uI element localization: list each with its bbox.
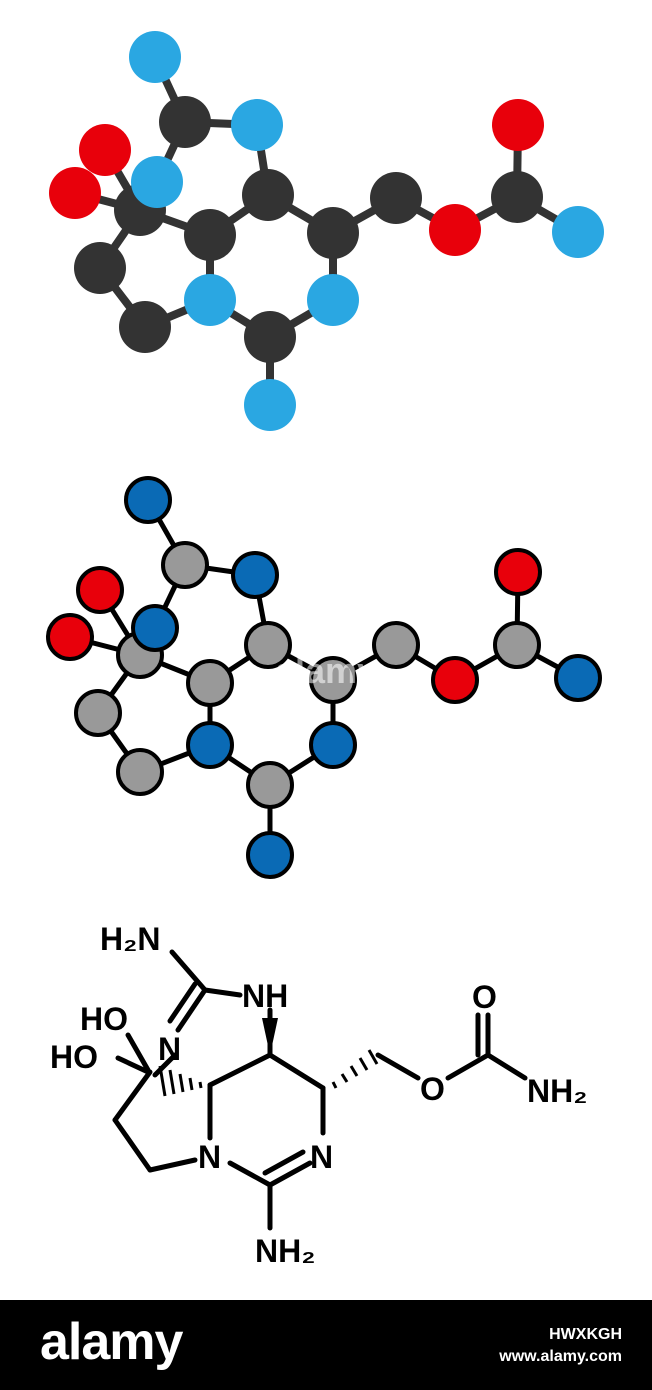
flat-atom-o [76,566,124,614]
ballstick-atom-c [74,242,126,294]
flat-atom-n [124,476,172,524]
brand-logo: alamy [40,1313,183,1371]
saxitoxin-diagram: H₂N NH HO HO N O O NH₂ N N NH₂ [46,31,604,1269]
flat-atom-o [494,548,542,596]
flat-atom-c [246,761,294,809]
ballstick-atom-c [159,96,211,148]
flat-atom-o [431,656,479,704]
flat-atom-c [116,748,164,796]
ballstick-atom-n [131,156,183,208]
site-url: www.alamy.com [499,1348,622,1365]
label-n-ring-right: N [310,1139,333,1175]
flat-atom-n [231,551,279,599]
label-ho-upper: HO [80,1001,128,1037]
ballstick-atom-o [429,204,481,256]
ballstick-atom-n [231,99,283,151]
ballstick-atom-n [307,274,359,326]
label-h2n: H₂N [100,921,160,957]
flat-atom-c [161,541,209,589]
ball-and-stick-model [49,31,604,431]
ballstick-atom-o [492,99,544,151]
flat-atom-n [186,721,234,769]
flat-atoms [46,476,602,879]
label-nh2-carbamate: NH₂ [527,1073,587,1109]
flat-atom-c [74,689,122,737]
ballstick-atom-c [307,207,359,259]
flat-atom-o [46,613,94,661]
flat-atom-c [372,621,420,669]
ballstick-atoms [49,31,604,431]
footer-bar: alamy HWXKGH www.alamy.com [0,1300,652,1390]
ballstick-atom-c [370,172,422,224]
label-n-ring-left: N [198,1139,221,1175]
atom-labels: H₂N NH HO HO N O O NH₂ N N NH₂ [50,921,587,1269]
ballstick-atom-c [184,209,236,261]
flat-atom-n [309,721,357,769]
flat-atom-n [554,654,602,702]
flat-atom-n [246,831,294,879]
label-o-carbonyl: O [472,979,497,1015]
flat-atom-c [244,621,292,669]
ballstick-atom-n [244,379,296,431]
ballstick-atom-c [244,311,296,363]
label-o-ester: O [420,1071,445,1107]
skeletal-structure: H₂N NH HO HO N O O NH₂ N N NH₂ [50,921,587,1269]
ballstick-atom-c [491,171,543,223]
ballstick-atom-c [119,301,171,353]
ballstick-atom-o [49,167,101,219]
label-nh2-bottom: NH₂ [255,1233,315,1269]
label-n-bridge: N [158,1031,181,1067]
label-ho-lower: HO [50,1039,98,1075]
watermark: alamy [274,650,378,691]
flat-atom-n [131,604,179,652]
ballstick-atom-c [242,169,294,221]
label-nh: NH [242,978,288,1014]
flat-atom-c [493,621,541,669]
flat-atom-c [186,659,234,707]
ballstick-atom-n [129,31,181,83]
skeletal-bonds [112,949,528,1231]
ballstick-atom-n [552,206,604,258]
stereo-wedges [158,1018,379,1097]
flat-atom-c [309,656,357,704]
ballstick-atom-o [79,124,131,176]
image-id: HWXKGH [549,1326,622,1343]
ballstick-atom-n [184,274,236,326]
flat-outlined-model [46,476,602,879]
